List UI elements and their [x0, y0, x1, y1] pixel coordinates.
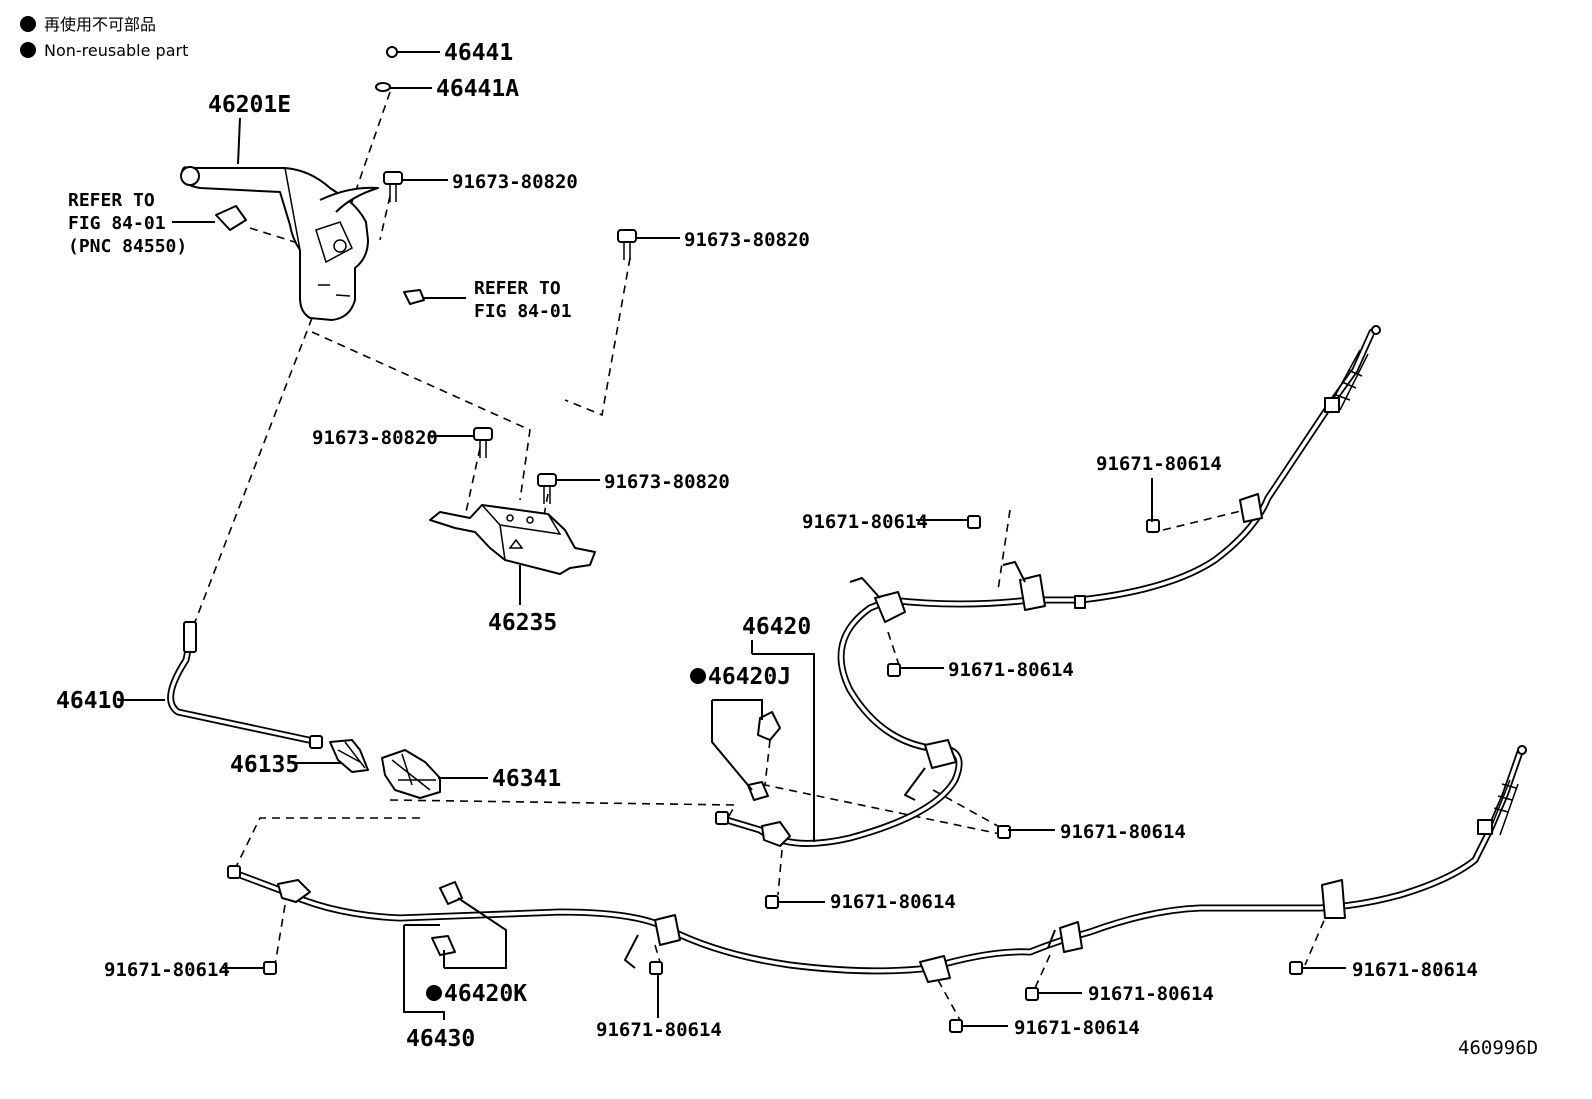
fig-ref-2: FIG 84-01	[474, 301, 572, 322]
label-46430: 46430	[406, 1026, 475, 1052]
label-46410: 46410	[56, 688, 125, 714]
label-bolt-7: 91671-80614	[948, 659, 1074, 681]
parking-brake-lever	[180, 166, 425, 321]
diagram-id: 460996D	[1458, 1037, 1538, 1059]
bolt-icon	[617, 229, 637, 260]
non-reusable-dot-icon	[426, 985, 442, 1001]
non-reusable-dot-icon	[20, 16, 36, 32]
label-46420j: 46420J	[708, 664, 791, 690]
bolt-icon	[997, 825, 1011, 839]
legend: 再使用不可部品 Non-reusable part	[20, 15, 188, 60]
label-bolt-13: 91671-80614	[1014, 1017, 1140, 1039]
pnc-ref: (PNC 84550)	[68, 236, 187, 257]
fig-ref-1: FIG 84-01	[68, 213, 166, 234]
label-bolt-8: 91671-80614	[1060, 821, 1186, 843]
label-bolt-11: 91671-80614	[596, 1019, 722, 1041]
bolt-icon	[1025, 987, 1039, 1001]
refer-to-1: REFER TO	[68, 190, 155, 211]
clip-icon	[439, 881, 463, 905]
bolt-icon	[473, 427, 493, 458]
label-bolt-9: 91671-80614	[830, 891, 956, 913]
front-cable	[167, 621, 323, 749]
label-bolt-3: 91673-80820	[312, 427, 438, 449]
washer-icon	[375, 82, 391, 92]
legend-english: Non-reusable part	[44, 41, 188, 60]
part-labels: 46441 46441A 46201E 91673-80820 91673-80…	[56, 40, 1538, 1059]
bolt-icon	[383, 171, 403, 202]
bolt-icon	[649, 961, 663, 975]
label-46235: 46235	[488, 610, 557, 636]
legend-japanese: 再使用不可部品	[44, 15, 156, 34]
label-bolt-5: 91671-80614	[802, 511, 928, 533]
label-bolt-2: 91673-80820	[684, 229, 810, 251]
bolt-icon	[1289, 961, 1303, 975]
label-46341: 46341	[492, 766, 561, 792]
cable-bolts	[263, 515, 1303, 1033]
cable-equalizer	[329, 739, 441, 799]
label-46135: 46135	[230, 752, 299, 778]
top-fasteners	[375, 46, 637, 504]
right-rear-cable	[715, 325, 1381, 847]
left-rear-cable	[227, 745, 1527, 983]
label-bolt-10: 91671-80614	[104, 959, 230, 981]
non-reusable-dot-icon	[20, 42, 36, 58]
bolt-icon	[263, 961, 277, 975]
label-bolt-14: 91671-80614	[1352, 959, 1478, 981]
clip-icon	[757, 711, 781, 741]
label-46441a: 46441A	[436, 76, 519, 102]
bolt-icon	[967, 515, 981, 529]
clip-icon	[747, 781, 769, 801]
nut-icon	[386, 46, 398, 58]
label-46201e: 46201E	[208, 92, 291, 118]
label-bolt-1: 91673-80820	[452, 171, 578, 193]
label-bolt-12: 91671-80614	[1088, 983, 1214, 1005]
lever-bracket	[429, 504, 596, 575]
leader-lines	[118, 51, 1346, 1027]
clip-icon	[431, 935, 456, 956]
label-46420: 46420	[742, 614, 811, 640]
bolt-icon	[887, 663, 901, 677]
bolt-icon	[765, 895, 779, 909]
label-bolt-4: 91673-80820	[604, 471, 730, 493]
cable-clips	[431, 711, 781, 956]
non-reusable-dot-icon	[690, 668, 706, 684]
refer-to-2: REFER TO	[474, 278, 561, 299]
label-46420k: 46420K	[444, 981, 527, 1007]
label-bolt-6: 91671-80614	[1096, 453, 1222, 475]
label-46441: 46441	[444, 40, 513, 66]
bolt-icon	[949, 1019, 963, 1033]
